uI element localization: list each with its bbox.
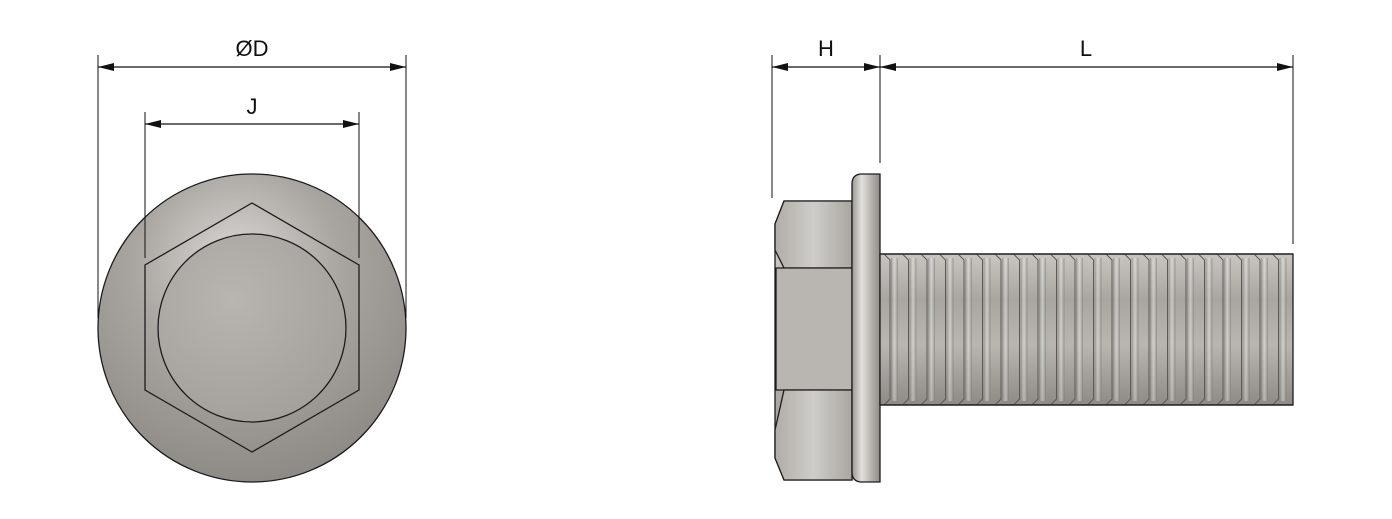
- thread-crest: [902, 253, 909, 406]
- thread-highlight: [1076, 258, 1083, 401]
- head-height-arrow-right: [864, 63, 880, 71]
- length-label: L: [1080, 36, 1092, 61]
- thread-crest: [1235, 253, 1242, 406]
- thread-crest: [1068, 253, 1076, 406]
- end-view: ØD J: [97, 36, 407, 483]
- thread-crest: [1087, 253, 1094, 406]
- thread-crest: [1161, 253, 1168, 406]
- thread-highlight: [1020, 258, 1028, 401]
- thread-highlight: [946, 258, 954, 401]
- thread-crest: [939, 253, 946, 406]
- diameter-arrow-right: [390, 63, 406, 71]
- thread-highlight: [1057, 258, 1065, 401]
- thread-highlight: [1002, 258, 1009, 401]
- thread-highlight: [983, 258, 991, 401]
- thread-crest: [1198, 253, 1205, 406]
- hex-face-bottom: [774, 389, 853, 481]
- thread-highlight: [909, 258, 917, 401]
- thread-crest: [920, 253, 928, 406]
- head-height-arrow-left: [772, 63, 788, 71]
- thread-crest: [1031, 253, 1039, 406]
- thread-crest: [1124, 253, 1131, 406]
- thread-highlight: [1224, 258, 1231, 401]
- hex-face-top: [774, 200, 853, 269]
- thread-crest: [883, 253, 891, 406]
- hex-head-outline: [144, 202, 360, 453]
- diameter-arrow-left: [98, 63, 114, 71]
- across-flats-arrow-left: [145, 120, 161, 128]
- thread-highlight: [1261, 258, 1268, 401]
- diameter-label: ØD: [236, 36, 269, 61]
- thread-highlight: [1094, 258, 1102, 401]
- thread-crest: [1105, 253, 1113, 406]
- thread-crest: [1253, 253, 1261, 406]
- head-height-label: H: [818, 36, 834, 61]
- thread-highlight: [891, 258, 898, 401]
- head-top-face: [157, 233, 347, 423]
- thread-highlight: [1150, 258, 1157, 401]
- length-arrow-right: [1277, 63, 1293, 71]
- thread-highlight: [1242, 258, 1250, 401]
- hex-face-middle: [775, 267, 853, 391]
- thread-lines: [883, 253, 1287, 406]
- thread-crest: [1142, 253, 1150, 406]
- thread-highlight: [1205, 258, 1213, 401]
- thread-crest: [1050, 253, 1057, 406]
- threaded-shank: [879, 253, 1294, 406]
- thread-crest: [1216, 253, 1224, 406]
- across-flats-label: J: [247, 94, 258, 119]
- thread-highlight: [1039, 258, 1046, 401]
- length-arrow-left: [880, 63, 896, 71]
- thread-crest: [976, 253, 983, 406]
- flange-side: [851, 173, 881, 483]
- thread-highlight: [1168, 258, 1176, 401]
- thread-crest: [1013, 253, 1020, 406]
- side-view: H L: [771, 36, 1294, 483]
- thread-highlight: [1279, 258, 1287, 401]
- thread-highlight: [1187, 258, 1194, 401]
- thread-crest: [994, 253, 1002, 406]
- thread-crest: [1272, 253, 1279, 406]
- thread-highlight: [1131, 258, 1139, 401]
- thread-highlight: [965, 258, 972, 401]
- thread-highlight: [1113, 258, 1120, 401]
- thread-crest: [957, 253, 965, 406]
- across-flats-arrow-right: [343, 120, 359, 128]
- thread-crest: [1179, 253, 1187, 406]
- thread-highlight: [928, 258, 935, 401]
